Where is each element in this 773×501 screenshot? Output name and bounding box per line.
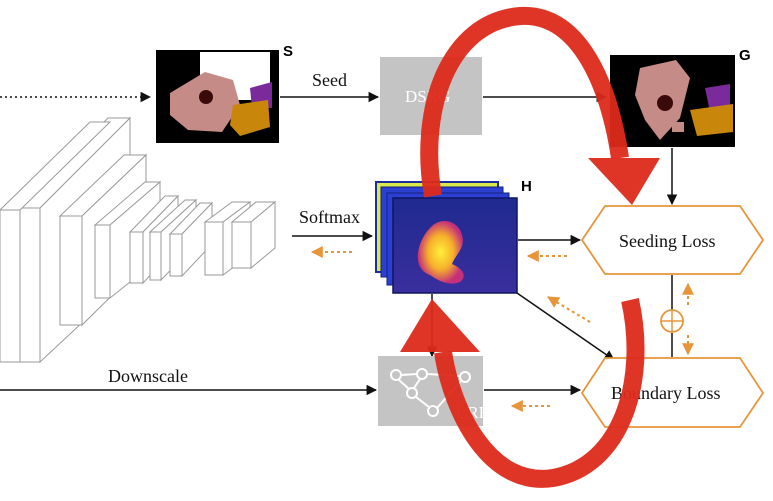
label-s: S — [283, 43, 293, 60]
red-cycle-arrow — [400, 6, 660, 488]
grown-map-g — [610, 55, 735, 147]
conv-block-2 — [0, 121, 112, 363]
cnn-backbone — [0, 116, 277, 364]
conv-block-9 — [230, 200, 277, 270]
label-seed: Seed — [312, 70, 347, 90]
label-seeding-loss: Seeding Loss — [619, 231, 716, 251]
circle-plus-icon — [660, 309, 684, 333]
heatmap-stack-h — [375, 181, 518, 294]
label-h: H — [521, 178, 532, 195]
seeding-loss-box — [580, 205, 765, 275]
seed-map-s — [156, 50, 279, 143]
label-downscale: Downscale — [108, 366, 188, 386]
backprop-arrow-diagonal — [546, 296, 591, 323]
label-softmax: Softmax — [299, 207, 360, 227]
h-to-boundary-arrow — [516, 292, 615, 361]
label-g: G — [739, 47, 751, 64]
